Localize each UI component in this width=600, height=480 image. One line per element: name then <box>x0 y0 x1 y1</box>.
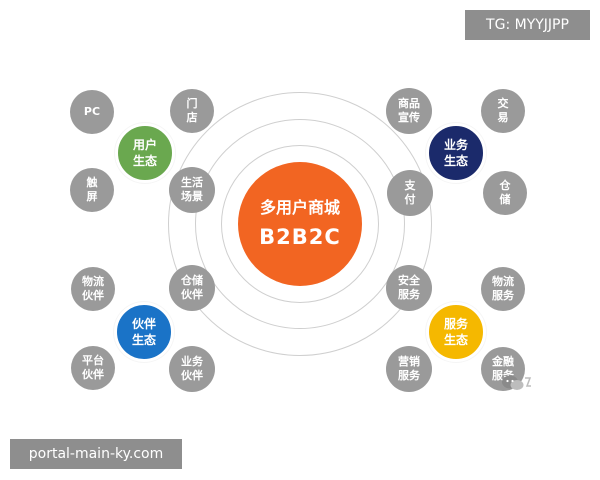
node-store-label: 门 店 <box>186 97 198 124</box>
node-logistics-service-label: 物流 服务 <box>492 275 514 302</box>
node-life-scene-label: 生活 场景 <box>181 176 203 203</box>
node-pc-label: PC <box>83 105 101 118</box>
node-marketing-service: 营销 服务 <box>386 346 432 392</box>
node-logistics-service: 物流 服务 <box>481 267 525 311</box>
node-product-promo-label: 商品 宣传 <box>398 97 420 124</box>
node-warehouse-partner: 仓储 伙伴 <box>169 265 215 311</box>
middle-ring <box>195 119 405 329</box>
node-payment: 支 付 <box>387 170 433 216</box>
node-life-scene: 生活 场景 <box>169 167 215 213</box>
hub-partner-ecosystem: 伙伴 生态 <box>114 302 174 362</box>
node-payment-label: 支 付 <box>404 179 416 206</box>
node-warehouse: 仓 储 <box>483 171 527 215</box>
node-trade-label: 交 易 <box>497 97 509 124</box>
watermark-bottom: portal-main-ky.com <box>10 439 182 469</box>
hub-partner-label: 伙伴 生态 <box>131 317 156 347</box>
center-subtitle: B2B2C <box>259 225 341 249</box>
watermark-top: TG: MYYJJPP <box>465 10 590 40</box>
outer-ring <box>168 92 432 356</box>
node-security-service-label: 安全 服务 <box>398 274 420 301</box>
node-pc: PC <box>70 90 114 134</box>
node-business-partner: 业务 伙伴 <box>169 346 215 392</box>
center-title: 多用户商城 <box>259 198 340 217</box>
node-platform-partner-label: 平台 伙伴 <box>82 354 104 381</box>
node-marketing-service-label: 营销 服务 <box>398 355 420 382</box>
center-node: 多用户商城 B2B2C <box>238 162 362 286</box>
node-touchscreen: 触 屏 <box>70 168 114 212</box>
hub-business-ecosystem: 业务 生态 <box>426 123 486 183</box>
node-security-service: 安全 服务 <box>386 265 432 311</box>
node-touchscreen-label: 触 屏 <box>86 176 98 203</box>
hub-service-ecosystem: 服务 生态 <box>426 302 486 362</box>
node-store: 门 店 <box>170 89 214 133</box>
node-warehouse-label: 仓 储 <box>499 179 511 206</box>
hub-business-label: 业务 生态 <box>443 138 468 168</box>
node-warehouse-partner-label: 仓储 伙伴 <box>181 274 203 301</box>
hub-user-ecosystem: 用户 生态 <box>115 123 175 183</box>
wechat-logo-icon <box>500 372 534 394</box>
node-logistics-partner-label: 物流 伙伴 <box>82 275 104 302</box>
inner-ring <box>221 145 379 303</box>
node-trade: 交 易 <box>481 89 525 133</box>
node-platform-partner: 平台 伙伴 <box>71 346 115 390</box>
hub-user-label: 用户 生态 <box>132 138 157 168</box>
hub-service-label: 服务 生态 <box>443 317 468 347</box>
node-product-promo: 商品 宣传 <box>386 88 432 134</box>
node-logistics-partner: 物流 伙伴 <box>71 267 115 311</box>
node-business-partner-label: 业务 伙伴 <box>181 355 203 382</box>
